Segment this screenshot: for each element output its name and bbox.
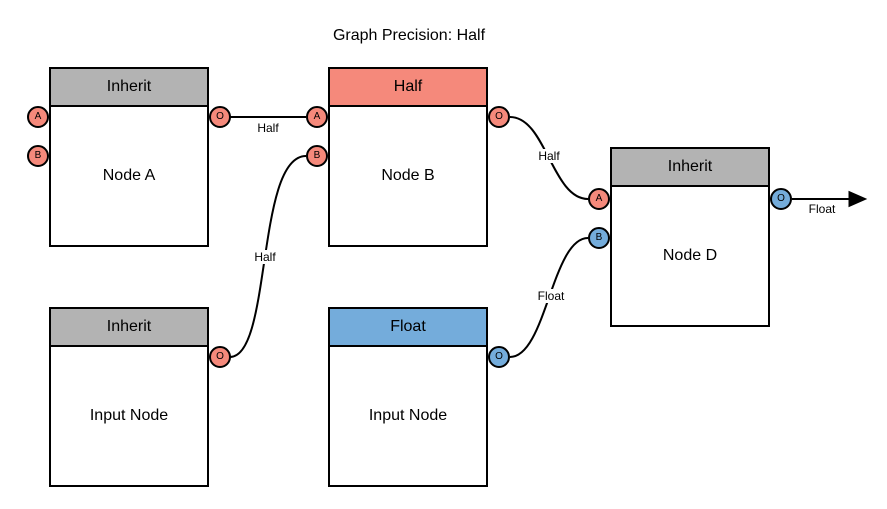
node-d-header: Inherit [612,149,768,187]
edge-label-b-to-d: Half [536,149,562,163]
input-node-inherit-header: Inherit [51,309,207,347]
node-a-port-b: B [27,145,49,167]
node-d-title: Node D [662,247,718,264]
input-node-float-port-o: O [488,346,510,368]
edge-label-output: Float [806,202,838,216]
node-b-header: Half [330,69,486,107]
input-node-float-title: Input Node [368,407,448,424]
input-node-float-header: Float [330,309,486,347]
arrowhead-icon [848,190,868,208]
node-a-port-o: O [209,106,231,128]
node-b-port-b: B [306,145,328,167]
node-a-port-a: A [27,106,49,128]
node-d-port-b: B [588,227,610,249]
input-node-inherit-port-o: O [209,346,231,368]
node-b-title: Node B [381,167,435,184]
diagram-title: Graph Precision: Half [332,27,486,44]
node-a-header: Inherit [51,69,207,107]
node-a-title: Node A [102,167,156,184]
node-d-port-a: A [588,188,610,210]
input-node-inherit-title: Input Node [89,407,169,424]
edge-label-input2-to-d: Float [535,289,567,303]
input-node-inherit: Inherit Input Node [49,307,209,487]
edge-label-input1-to-b: Half [252,250,278,264]
node-d-port-o: O [770,188,792,210]
input-node-float: Float Input Node [328,307,488,487]
edge-label-a-to-b: Half [255,121,281,135]
node-b-port-a: A [306,106,328,128]
node-d: Inherit Node D [610,147,770,327]
node-b: Half Node B [328,67,488,247]
node-a: Inherit Node A [49,67,209,247]
node-b-port-o: O [488,106,510,128]
